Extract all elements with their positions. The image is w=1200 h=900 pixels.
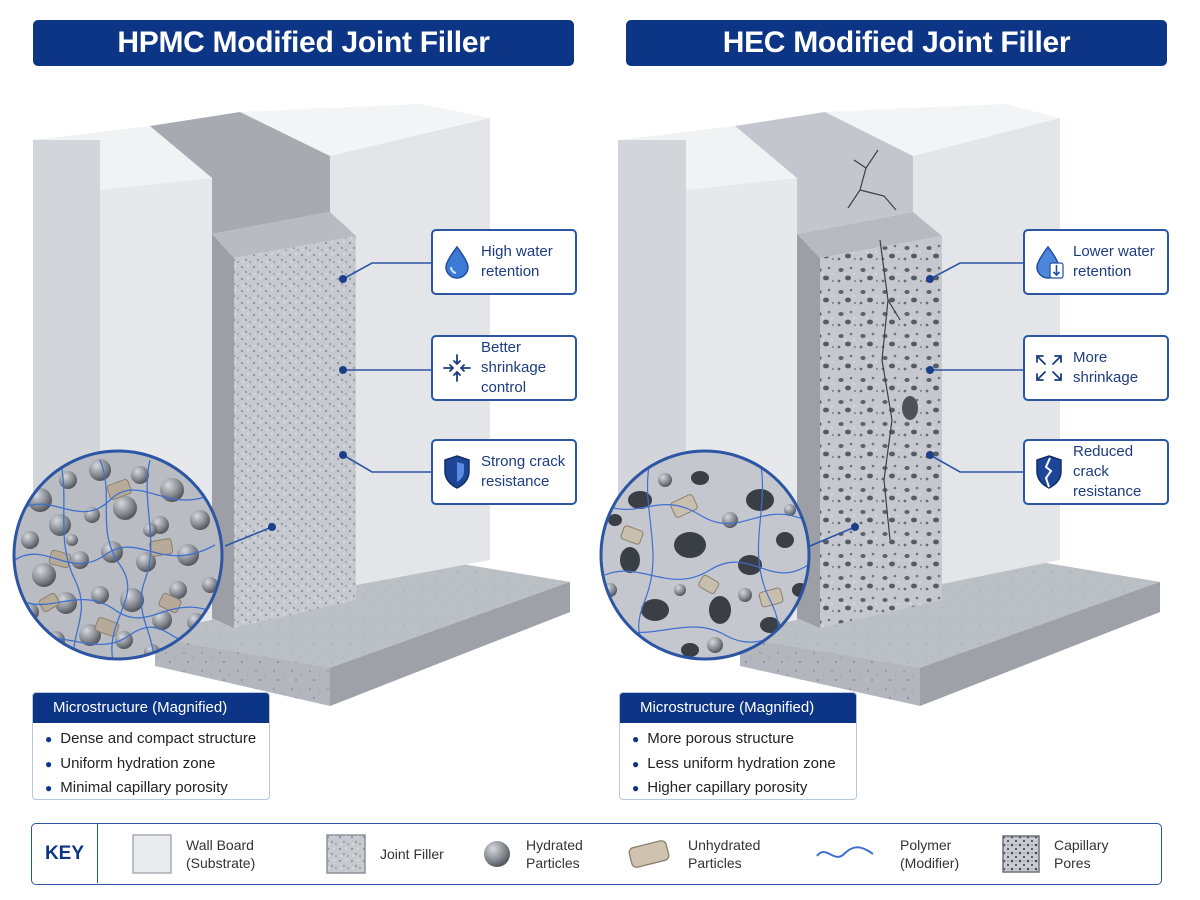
- microstructure-box-hec: Microstructure (Magnified) ●More porous …: [619, 692, 857, 800]
- key-text: Wall Board: [186, 836, 254, 853]
- panel-title-hec: HEC Modified Joint Filler: [626, 20, 1167, 66]
- key-text: Hydrated: [526, 836, 583, 853]
- key-item-joint-filler: Joint Filler: [326, 824, 444, 883]
- callout-high-water-retention: High water retention: [431, 229, 577, 295]
- callout-text: Strong crack resistance: [481, 453, 566, 490]
- water-drop-down-icon: [1025, 245, 1073, 279]
- callout-more-shrinkage: More shrinkage: [1023, 335, 1169, 401]
- microstructure-item: ●More porous structure: [632, 730, 794, 747]
- microstructure-item: ●Less uniform hydration zone: [632, 754, 836, 772]
- hpmc-scene: [12, 104, 570, 706]
- joint-filler-swatch-icon: [326, 833, 366, 874]
- key-text: Joint Filler: [380, 845, 444, 862]
- microstructure-item: ●Uniform hydration zone: [45, 754, 216, 772]
- key-text: (Substrate): [186, 854, 256, 871]
- key-text: Unhydrated: [688, 836, 761, 853]
- hec-scene: [599, 104, 1160, 706]
- unhydrated-particle-icon: [628, 839, 670, 868]
- inward-arrows-icon: [433, 353, 481, 383]
- microstructure-item: ●Minimal capillary porosity: [45, 779, 228, 796]
- key-text: Polymer: [900, 836, 952, 853]
- water-drop-icon: [433, 245, 481, 279]
- microstructure-box-hpmc: Microstructure (Magnified) ●Dense and co…: [32, 692, 270, 800]
- legend-key: KEY Wall Board(Substrate) Joint Filler H…: [31, 823, 1162, 885]
- key-text: (Modifier): [900, 854, 960, 871]
- panel-title-hpmc: HPMC Modified Joint Filler: [33, 20, 574, 66]
- capillary-pores-swatch-icon: [1002, 834, 1040, 873]
- callout-text: More shrinkage: [1073, 349, 1139, 386]
- key-label: KEY: [32, 824, 98, 883]
- key-text: Particles: [526, 854, 580, 871]
- callout-text: Reduced crack resistance: [1073, 443, 1142, 500]
- outward-arrows-icon: [1025, 353, 1073, 383]
- callout-text: High water retention: [481, 243, 553, 280]
- callout-reduced-crack-resistance: Reduced crack resistance: [1023, 439, 1169, 505]
- key-text: Particles: [688, 854, 742, 871]
- callout-strong-crack-resistance: Strong crack resistance: [431, 439, 577, 505]
- callout-text: Better shrinkage control: [481, 339, 547, 396]
- microstructure-heading: Microstructure (Magnified): [33, 693, 269, 723]
- hydrated-particle-icon: [484, 840, 510, 867]
- key-text: Pores: [1054, 854, 1091, 871]
- key-item-polymer: Polymer(Modifier): [814, 824, 959, 883]
- key-item-wall-board: Wall Board(Substrate): [132, 824, 255, 883]
- microstructure-item: ●Higher capillary porosity: [632, 779, 808, 796]
- wall-board-swatch-icon: [132, 833, 172, 874]
- callout-lower-water-retention: Lower water retention: [1023, 229, 1169, 295]
- polymer-line-icon: [816, 845, 874, 858]
- key-text: Capillary: [1054, 836, 1109, 853]
- callout-better-shrinkage-control: Better shrinkage control: [431, 335, 577, 401]
- shield-icon: [433, 454, 481, 490]
- microstructure-item: ●Dense and compact structure: [45, 730, 257, 747]
- cracked-shield-icon: [1025, 454, 1073, 490]
- microstructure-heading: Microstructure (Magnified): [620, 693, 856, 723]
- callout-text: Lower water retention: [1073, 243, 1155, 280]
